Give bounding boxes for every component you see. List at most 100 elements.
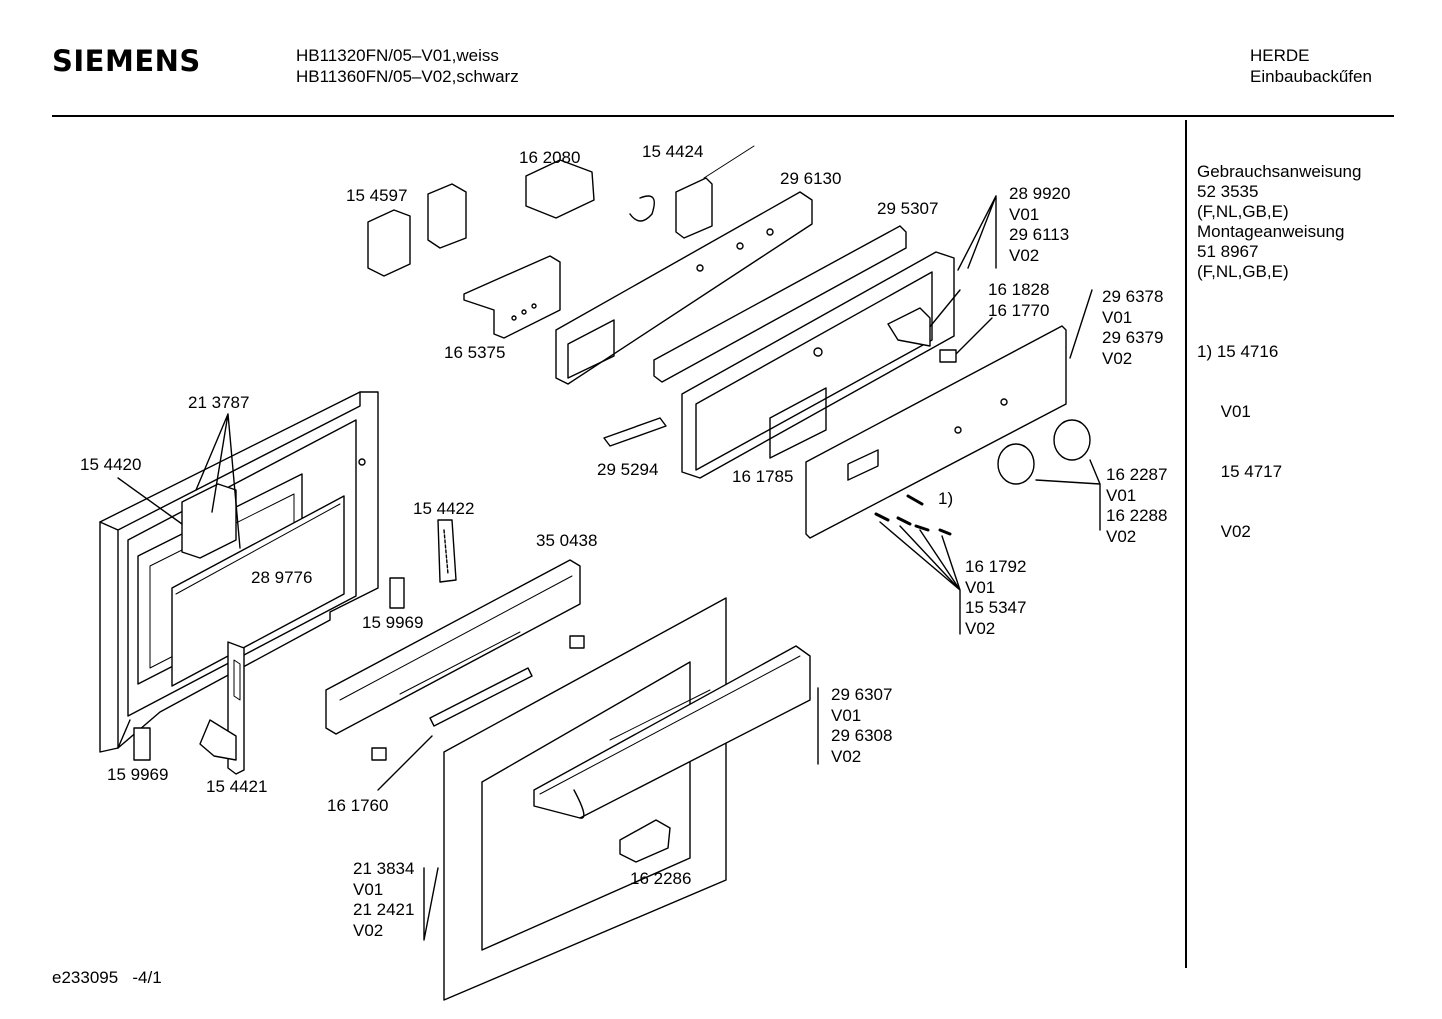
part-label-165375: 16 5375 xyxy=(444,343,505,364)
part-number-line: 15 9969 xyxy=(362,613,424,632)
callout-154420 xyxy=(117,477,183,525)
part-label-162080: 16 2080 xyxy=(519,148,580,169)
part-number-line: 15 4424 xyxy=(642,142,704,161)
part-number-line: 16 2080 xyxy=(519,148,581,167)
part-label-161760: 16 1760 xyxy=(327,796,388,817)
sidebar-docs: Gebrauchsanweisung 52 3535 (F,NL,GB,E) M… xyxy=(1197,162,1361,282)
part-number-line: V02 xyxy=(1009,245,1040,265)
part-number-line: 28 9776 xyxy=(251,568,313,587)
part-number-line: 16 1785 xyxy=(732,467,794,486)
part-number-line: 15 4597 xyxy=(346,186,408,205)
part-number-line: 15 4421 xyxy=(206,777,268,796)
part-number-line: V02 xyxy=(831,746,862,766)
part-number-line: 16 1792 xyxy=(965,557,1027,576)
part-number-line: 21 3787 xyxy=(188,393,250,412)
doc-line: Gebrauchsanweisung xyxy=(1197,162,1362,181)
rail xyxy=(653,225,907,383)
part-label-295307: 29 5307 xyxy=(877,199,938,220)
callout-213787 xyxy=(195,413,241,549)
part-number-line: V01 xyxy=(1009,204,1040,224)
part-number-line: V02 xyxy=(1102,348,1133,368)
part-number-line: V02 xyxy=(1106,526,1137,546)
screws xyxy=(874,494,952,536)
callout-161792 xyxy=(879,521,961,635)
door-handle xyxy=(533,645,811,819)
part-number-line: 29 6308 xyxy=(831,726,893,745)
clip-295294 xyxy=(603,417,667,447)
sidebar-rule xyxy=(1185,120,1187,968)
model-line: HB11320FN/05–V01,weiss xyxy=(296,46,499,65)
callout-161770 xyxy=(951,317,993,359)
part-number-line: 16 2286 xyxy=(630,869,692,888)
part-number-line: V01 xyxy=(965,577,996,597)
part-label-161770: 16 1770 xyxy=(988,301,1049,322)
doc-line: (F,NL,GB,E) xyxy=(1197,262,1289,281)
part-number-line: 29 6307 xyxy=(831,685,893,704)
part-number-line: 16 5375 xyxy=(444,343,506,362)
part-label-154597: 15 4597 xyxy=(346,186,407,207)
part-label-289776: 28 9776 xyxy=(251,568,312,589)
doc-line: 52 3535 xyxy=(1197,182,1259,201)
callout-161760 xyxy=(377,735,433,791)
hinge-spring xyxy=(437,519,457,583)
control-panel-frame xyxy=(681,251,955,479)
brand-logo: SIEMENS xyxy=(52,44,201,78)
doc-line: (F,NL,GB,E) xyxy=(1197,202,1289,221)
part-number-line: 29 5307 xyxy=(877,199,939,218)
glass-panel xyxy=(171,495,345,687)
category-label: HERDE Einbaubackűfen xyxy=(1250,46,1372,87)
part-label-161828: 16 1828 xyxy=(988,280,1049,301)
part-label-161785: 16 1785 xyxy=(732,467,793,488)
handle-cap xyxy=(619,819,671,863)
part-number-line: 16 2287 xyxy=(1106,465,1168,484)
part-label-162286: 16 2286 xyxy=(630,869,691,890)
callout-213834 xyxy=(423,867,439,941)
callout-162287 xyxy=(1035,459,1101,531)
part-label-296130: 29 6130 xyxy=(780,169,841,190)
hinge-left xyxy=(133,641,245,775)
block-159969 xyxy=(389,577,405,609)
part-label-295294: 29 5294 xyxy=(597,460,658,481)
electronics-board xyxy=(555,191,813,385)
part-label-213787: 21 3787 xyxy=(188,393,249,414)
note-line: 1) 15 4716 xyxy=(1197,342,1279,361)
part-number-line: 21 3834 xyxy=(353,859,415,878)
display-module xyxy=(463,255,561,339)
model-line: HB11360FN/05–V02,schwarz xyxy=(296,66,519,86)
part-number-line: 15 4420 xyxy=(80,455,142,474)
callout-289920 xyxy=(957,195,997,271)
rotary-switch xyxy=(525,159,595,219)
bracket-154597 xyxy=(367,183,467,277)
clip-161828 xyxy=(887,307,931,347)
note-line: 15 4717 xyxy=(1197,462,1283,481)
part-label-note1: 1) xyxy=(938,489,953,510)
part-number-line: 29 5294 xyxy=(597,460,659,479)
category-line: HERDE xyxy=(1250,46,1310,65)
part-number-line: 16 1770 xyxy=(988,301,1050,320)
callout-296378 xyxy=(1069,289,1093,359)
part-number-line: 29 6113 xyxy=(1009,225,1070,244)
thermostat xyxy=(629,145,755,239)
part-number-line: V01 xyxy=(353,879,384,899)
part-label-159969b: 15 9969 xyxy=(107,765,168,786)
part-number-line: 28 9920 xyxy=(1009,184,1071,203)
model-list: HB11320FN/05–V01,weiss HB11360FN/05–V02,… xyxy=(296,46,519,87)
part-number-line: 15 5347 xyxy=(965,598,1027,617)
part-number-line: V01 xyxy=(831,705,862,725)
doc-line: Montageanweisung xyxy=(1197,222,1345,241)
part-number-line: 16 2288 xyxy=(1106,506,1168,525)
doc-line: 51 8967 xyxy=(1197,242,1259,261)
control-knobs xyxy=(997,419,1091,485)
part-number-line: 15 9969 xyxy=(107,765,169,784)
part-number-line: 15 4422 xyxy=(413,499,475,518)
sidebar-note: 1) 15 4716 V01 15 4717 V02 xyxy=(1197,302,1282,562)
drawing-code: e233095 -4/1 xyxy=(52,968,162,987)
part-number-line: 21 2421 xyxy=(353,900,415,919)
door-bar xyxy=(325,559,585,761)
part-label-350438: 35 0438 xyxy=(536,531,597,552)
